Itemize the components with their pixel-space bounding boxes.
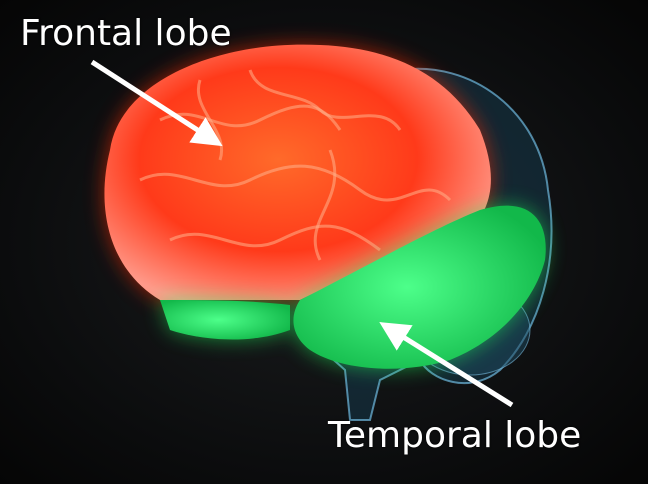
temporal-lobe-label: Temporal lobe (328, 415, 582, 456)
frontal-lobe-region (104, 44, 491, 301)
frontal-arrow (90, 59, 223, 147)
temporal-arrow (379, 322, 514, 408)
frontal-lobe-label: Frontal lobe (20, 13, 232, 54)
temporal-lobe-region (293, 205, 546, 369)
temporal-lobe-front (160, 300, 290, 340)
gyri-lines (139, 69, 452, 261)
